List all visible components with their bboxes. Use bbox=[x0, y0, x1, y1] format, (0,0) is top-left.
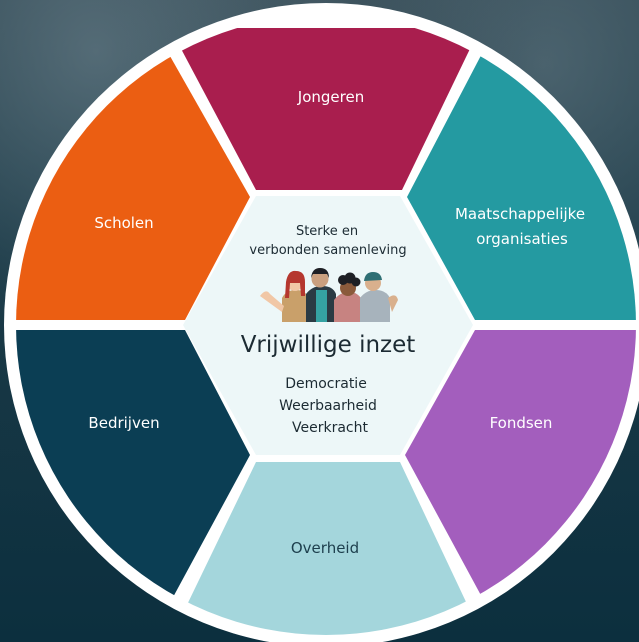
segment-jongeren[interactable] bbox=[170, 28, 480, 190]
center-value-2: Weerbaarheid bbox=[279, 398, 377, 414]
segment-bedrijven[interactable] bbox=[0, 330, 250, 612]
label-bedrijven: Bedrijven bbox=[88, 414, 159, 432]
segment-fondsen[interactable] bbox=[405, 330, 639, 612]
label-jongeren: Jongeren bbox=[297, 88, 364, 106]
label-fondsen: Fondsen bbox=[490, 414, 553, 432]
people-illustration bbox=[260, 268, 398, 322]
center-title: Vrijwillige inzet bbox=[241, 332, 416, 358]
segment-scholen[interactable] bbox=[0, 42, 250, 320]
segment-maatschappelijke-organisaties[interactable] bbox=[407, 42, 639, 320]
center-value-3: Veerkracht bbox=[292, 420, 368, 436]
label-overheid: Overheid bbox=[291, 539, 359, 557]
label-scholen: Scholen bbox=[94, 214, 153, 232]
segment-overheid[interactable] bbox=[170, 462, 484, 640]
label-maatschappelijke-line2: organisaties bbox=[476, 230, 568, 248]
label-maatschappelijke-line1: Maatschappelijke bbox=[455, 205, 585, 223]
center-value-1: Democratie bbox=[285, 376, 367, 392]
center-subtitle-line2: verbonden samenleving bbox=[249, 243, 406, 258]
center-hub bbox=[183, 196, 473, 455]
center-subtitle-line1: Sterke en bbox=[296, 224, 358, 239]
